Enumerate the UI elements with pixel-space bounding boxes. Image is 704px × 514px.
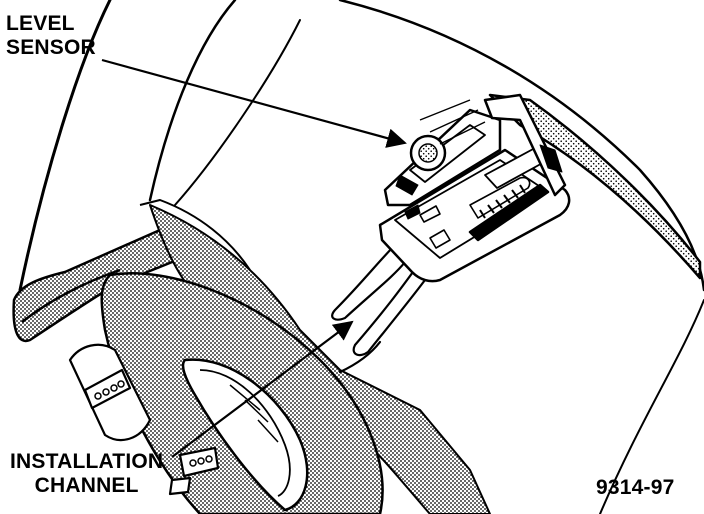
level-sensor-label-line-2: SENSOR xyxy=(6,36,96,59)
tank-shell xyxy=(18,0,704,514)
installation-channel-leader xyxy=(171,320,354,458)
installation-channel-label-line-2: CHANNEL xyxy=(34,474,139,497)
level-sensor-leader xyxy=(101,58,407,148)
pump-outlet xyxy=(68,343,220,496)
installation-channel-rails xyxy=(331,243,427,374)
installation-channel-label-line-1: INSTALLATION xyxy=(10,450,164,473)
level-sensor-label: LEVEL SENSOR xyxy=(6,12,96,60)
level-sensor-label-line-1: LEVEL xyxy=(6,12,75,35)
leader-arrows xyxy=(101,58,407,458)
figure-number: 9314-97 xyxy=(596,476,675,499)
pump-module xyxy=(100,272,384,514)
installation-channel-label: INSTALLATION CHANNEL xyxy=(10,450,163,498)
level-sensor-assembly xyxy=(378,93,571,283)
